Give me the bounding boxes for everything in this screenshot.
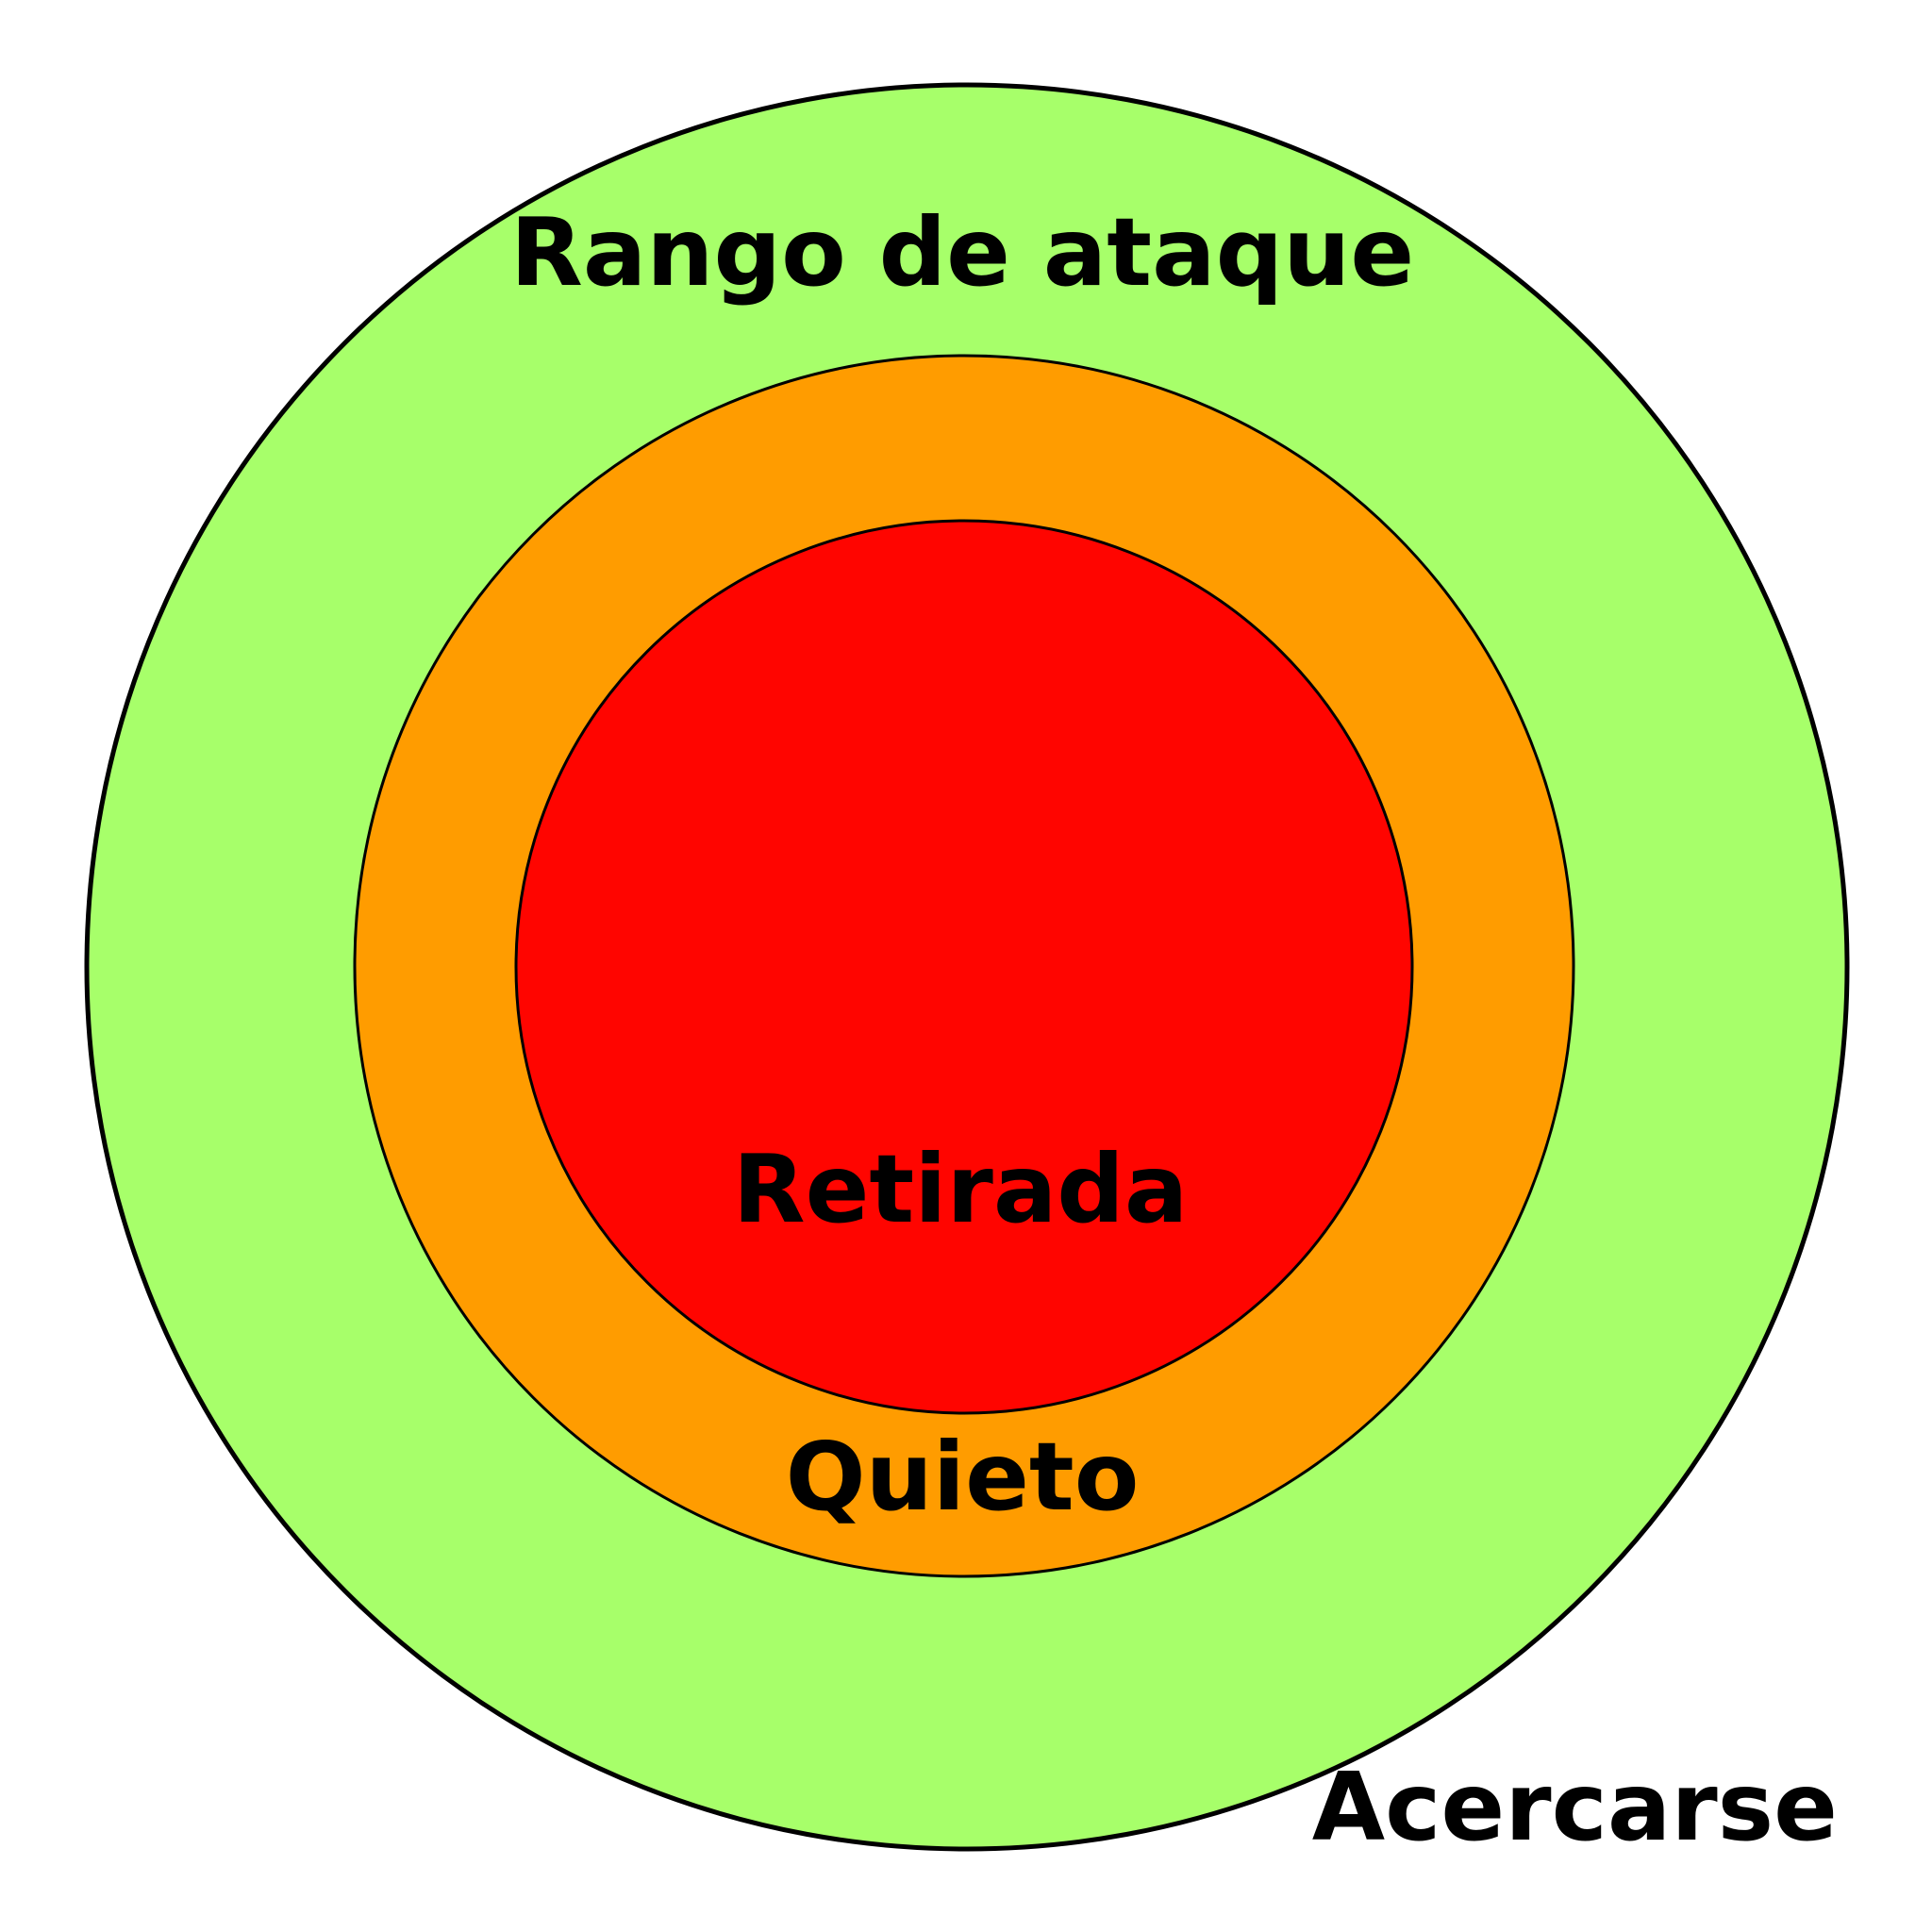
retreat-zone xyxy=(514,519,1414,1415)
retreat-label: Retirada xyxy=(733,1134,1189,1244)
approach-label: Acercarse xyxy=(1312,1752,1838,1862)
attack-range-label: Rango de ataque xyxy=(510,197,1414,308)
still-label: Quieto xyxy=(786,1422,1140,1532)
